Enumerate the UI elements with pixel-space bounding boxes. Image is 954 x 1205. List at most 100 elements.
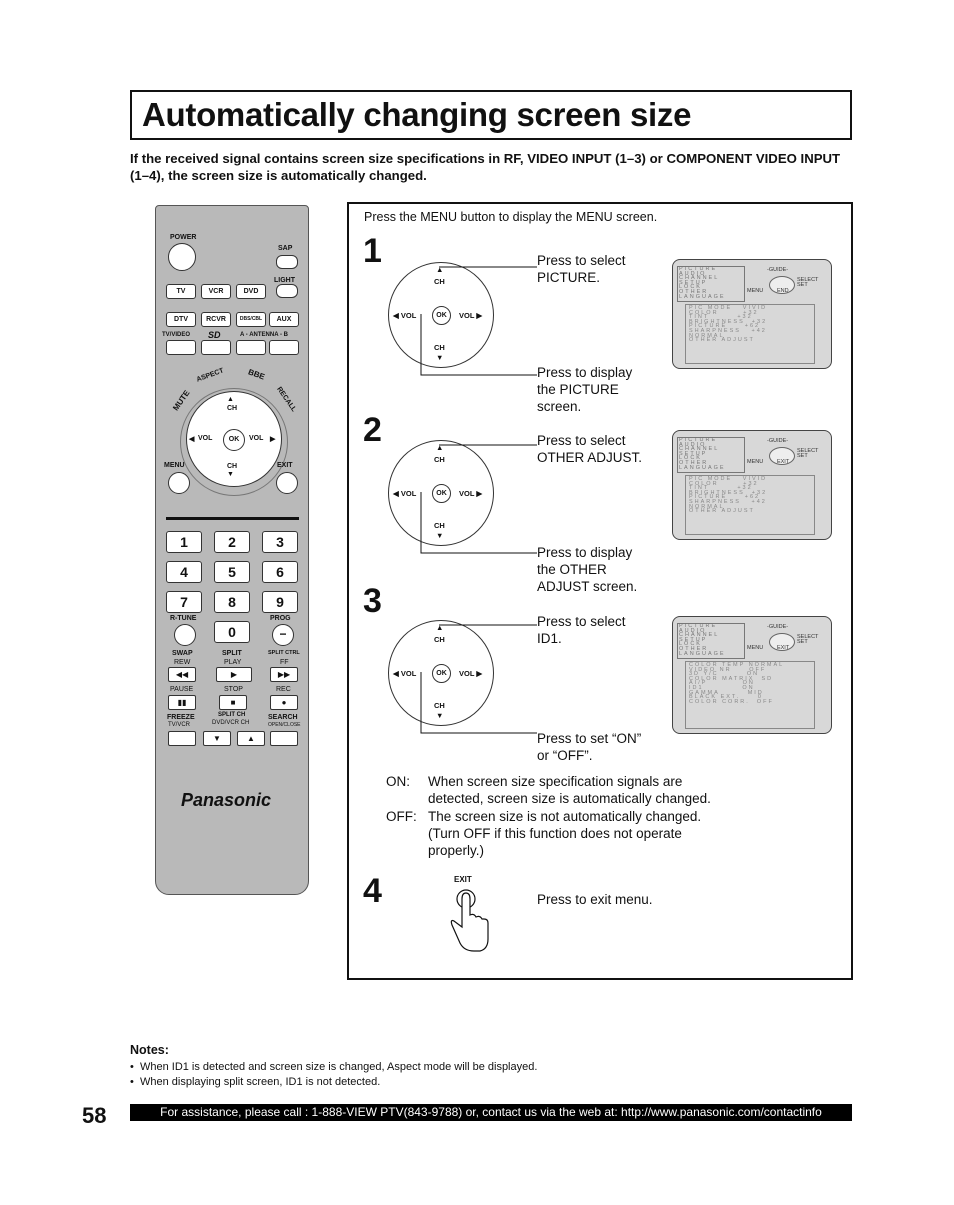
rtune-label: R-TUNE [170,615,197,622]
down-arrow-icon: ▼ [436,353,444,362]
vol-left-label: ◀ VOL [393,669,417,678]
vol-right-label: VOL ▶ [459,311,483,320]
page-number: 58 [82,1103,107,1128]
off-text: The screen size is not automatically cha… [428,809,702,858]
sub-menu-box [685,661,815,729]
ch-up-label: CH [434,455,445,464]
notes-heading: Notes: [130,1043,169,1057]
digit-1-button[interactable]: 1 [166,531,202,553]
picture-sub-menu: PIC MODE VIVID COLOR +32 TINT +32 BRIGHT… [689,476,768,515]
menu-exit-label: MENU EXIT [747,645,790,651]
sd-logo: SD [208,330,221,340]
ch-down-icon[interactable]: ▼ [203,731,231,746]
mute-label: MUTE [171,388,192,413]
antenna-b-button[interactable] [269,340,299,355]
rew-icon[interactable]: ◀◀ [168,667,196,682]
freeze-button[interactable] [168,731,196,746]
step-1-dial: ▲ CH ◀ VOL OK VOL ▶ CH ▼ [388,262,494,368]
down-arrow-icon: ▼ [436,531,444,540]
swap-label: SWAP [172,650,193,657]
digit-5-button[interactable]: 5 [214,561,250,583]
tv-button[interactable]: TV [166,284,196,299]
sub-menu-box [685,304,815,364]
stop-icon[interactable]: ■ [219,695,247,710]
rcvr-button[interactable]: RCVR [201,312,231,327]
digit-7-button[interactable]: 7 [166,591,202,613]
aux-button[interactable]: AUX [269,312,299,327]
search-button[interactable] [270,731,298,746]
digit-4-button[interactable]: 4 [166,561,202,583]
step-2-dial: ▲ CH ◀ VOL OK VOL ▶ CH ▼ [388,440,494,546]
dvd-button[interactable]: DVD [236,284,266,299]
power-button[interactable] [168,243,196,271]
digit-3-button[interactable]: 3 [262,531,298,553]
main-menu-box [677,437,745,473]
step-3-text-a: Press to select ID1. [537,614,626,646]
openclose-label: OPEN/CLOSE [268,722,301,728]
pause-icon[interactable]: ▮▮ [168,695,196,710]
split-ctrl-label: SPLIT CTRL [268,650,300,656]
freeze-label: FREEZE [167,714,195,721]
light-button[interactable] [276,284,298,298]
rtune-button[interactable] [174,624,196,646]
vol-right-label: VOL ▶ [459,669,483,678]
tvvideo-button[interactable] [166,340,196,355]
tvvideo-label: TV/VIDEO [162,332,191,338]
step-2-menu-screen: PICTURE AUDIO CHANNEL SETUP LOCK OTHER L… [672,430,832,540]
on-text: When screen size specification signals a… [428,774,711,806]
dvdvcr-ch-label: DVD/VCR CH [212,720,250,726]
recall-label: RECALL [275,385,298,414]
vol-right-label: VOL ▶ [459,489,483,498]
divider [166,517,299,520]
step-2-text-a: Press to select OTHER ADJUST. [537,433,643,465]
menu-button[interactable] [168,472,190,494]
digit-0-button[interactable]: 0 [214,621,250,643]
dtv-button[interactable]: DTV [166,312,196,327]
sub-menu-box [685,475,815,535]
notes-section: Notes: • When ID1 is detected and screen… [130,1043,850,1090]
step-3-leaders [420,624,537,734]
ff-icon[interactable]: ▶▶ [270,667,298,682]
rec-icon[interactable]: ● [270,695,298,710]
digit-8-button[interactable]: 8 [214,591,250,613]
step-1-number: 1 [363,232,382,270]
search-label: SEARCH [268,714,298,721]
step-4-number: 4 [363,872,382,910]
sap-button[interactable] [276,255,298,269]
ok-button[interactable]: OK [432,306,451,325]
sd-button[interactable] [201,340,231,355]
intro-text: If the received signal contains screen s… [130,151,841,183]
panel-header: Press the MENU button to display the MEN… [364,210,658,224]
remote-control: POWER SAP LIGHT TV VCR DVD DTV RCVR DBS/… [155,205,309,895]
antenna-a-button[interactable] [236,340,266,355]
ok-button[interactable]: OK [432,484,451,503]
exit-button-remote[interactable] [276,472,298,494]
prog-label: PROG [270,615,291,622]
guide-label: -GUIDE- [767,438,789,444]
main-menu-box [677,623,745,659]
play-icon[interactable]: ▶ [216,667,252,682]
digit-2-button[interactable]: 2 [214,531,250,553]
ch-up-icon[interactable]: ▲ [237,731,265,746]
digit-9-button[interactable]: 9 [262,591,298,613]
step-1-leaders [420,266,537,376]
ok-button[interactable]: OK [432,664,451,683]
aspect-label: ASPECT [195,367,225,384]
page-title: Automatically changing screen size [142,96,692,133]
digit-6-button[interactable]: 6 [262,561,298,583]
vcr-button[interactable]: VCR [201,284,231,299]
step-3-text-b: Press to set “ON” or “OFF”. [537,731,642,763]
pause-label: PAUSE [170,686,194,693]
up-arrow-icon: ▲ [436,265,444,274]
ch-up-label: CH [434,277,445,286]
step-2-number: 2 [363,411,382,449]
title-box: Automatically changing screen size [130,90,852,140]
step-3-menu-screen: PICTURE AUDIO CHANNEL SETUP LOCK OTHER L… [672,616,832,734]
prog-minus-icon[interactable]: − [272,624,294,646]
picture-sub-menu: PIC MODE VIVID COLOR +32 TINT +32 BRIGHT… [689,305,768,344]
dbs-cbl-button[interactable]: DBS/CBL [236,312,266,327]
main-menu-list: PICTURE AUDIO CHANNEL SETUP LOCK OTHER L… [679,437,726,471]
exit-label-remote: EXIT [277,462,293,469]
